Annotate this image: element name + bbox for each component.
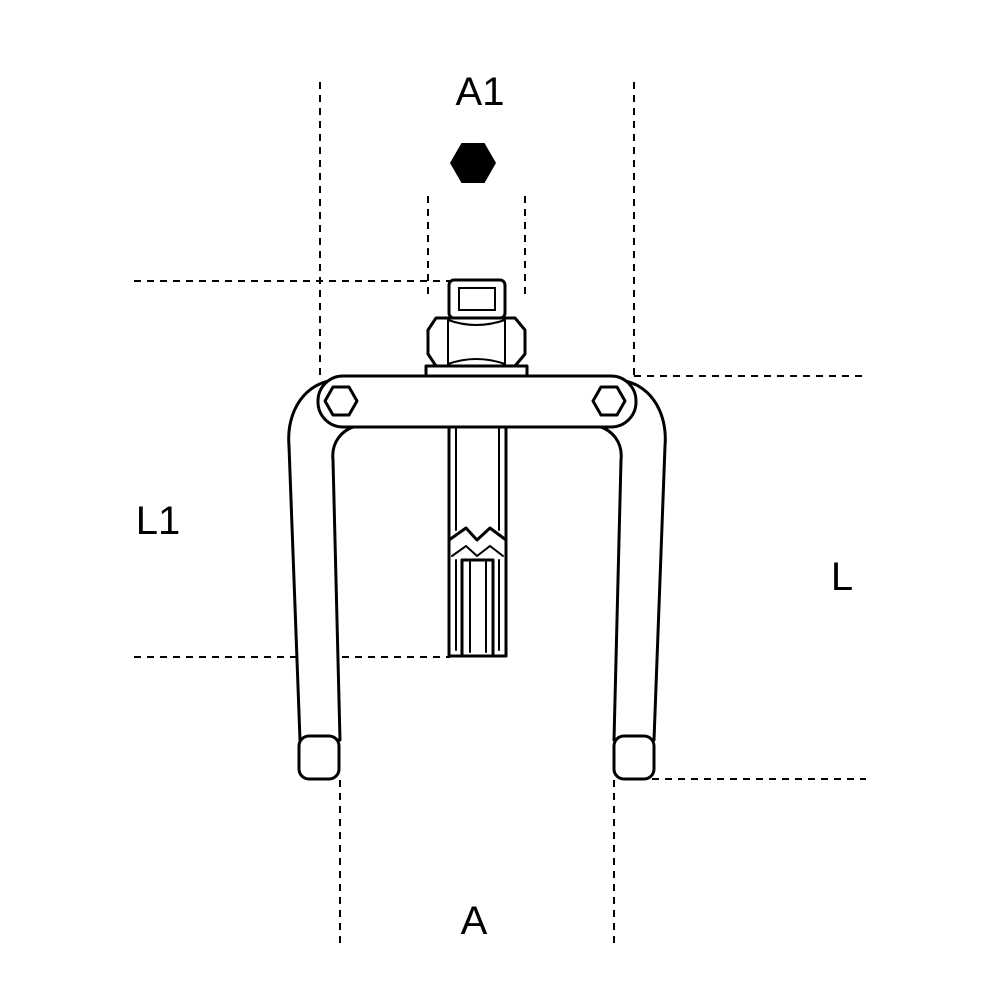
- left-jaw: [297, 734, 341, 781]
- label-l1: L1: [136, 499, 181, 543]
- label-a: A: [461, 899, 488, 943]
- spindle: [447, 418, 508, 658]
- left-arm: [287, 378, 358, 781]
- crossbar: [316, 374, 638, 429]
- spindle-head: [424, 278, 529, 378]
- dimension-lines: [134, 82, 866, 948]
- left-pivot-hex-icon: [323, 385, 359, 417]
- right-pivot-hex-icon: [591, 385, 627, 417]
- label-a1: A1: [456, 70, 505, 114]
- label-l: L: [831, 555, 853, 599]
- hexagon-socket-icon: [450, 143, 496, 183]
- right-jaw: [612, 734, 656, 781]
- right-arm: [596, 378, 667, 781]
